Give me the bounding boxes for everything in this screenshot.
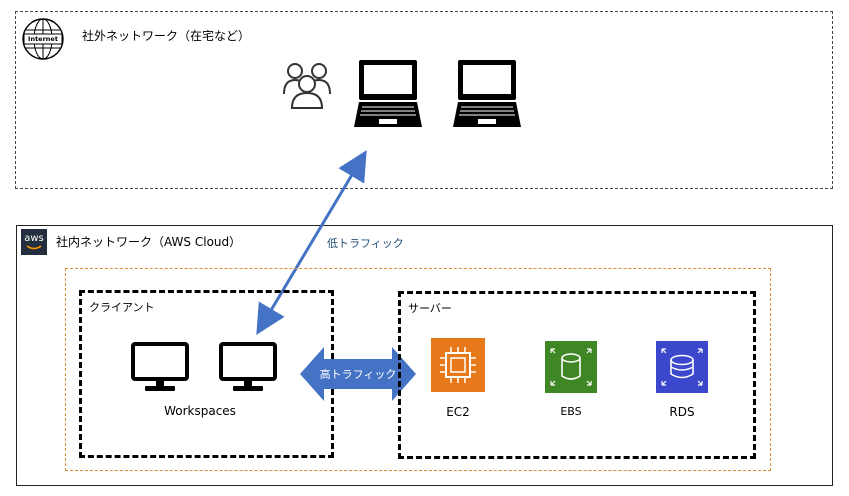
rds-database-icon — [656, 341, 708, 393]
external-network-zone — [15, 11, 833, 189]
users-icon — [282, 60, 332, 110]
server-zone — [398, 291, 756, 459]
aws-logo-text: aws — [24, 233, 44, 244]
laptop-icon — [352, 58, 424, 130]
ebs-cylinder-icon — [545, 341, 597, 393]
monitor-icon — [131, 342, 189, 394]
laptop-icon — [451, 58, 523, 130]
vpc-zone — [65, 268, 771, 471]
client-label: クライアント — [89, 301, 155, 314]
ec2-label: EC2 — [446, 405, 470, 419]
globe-label: Internet — [28, 35, 58, 43]
client-zone — [79, 290, 334, 458]
high-traffic-label: 高トラフィック — [319, 368, 397, 381]
low-traffic-label: 低トラフィック — [327, 237, 404, 250]
aws-network-zone — [16, 225, 833, 486]
ec2-chip-icon — [431, 338, 485, 392]
server-label: サーバー — [408, 302, 452, 315]
aws-logo-icon: aws — [21, 229, 47, 255]
high-traffic-arrow: 高トラフィック — [300, 345, 416, 403]
monitor-icon — [219, 342, 277, 394]
aws-network-label: 社内ネットワーク（AWS Cloud） — [56, 235, 242, 249]
rds-label: RDS — [669, 405, 695, 419]
workspaces-label: Workspaces — [164, 404, 236, 418]
globe-icon: Internet — [21, 17, 65, 61]
ebs-label: EBS — [560, 405, 582, 418]
external-network-label: 社外ネットワーク（在宅など） — [82, 29, 251, 43]
